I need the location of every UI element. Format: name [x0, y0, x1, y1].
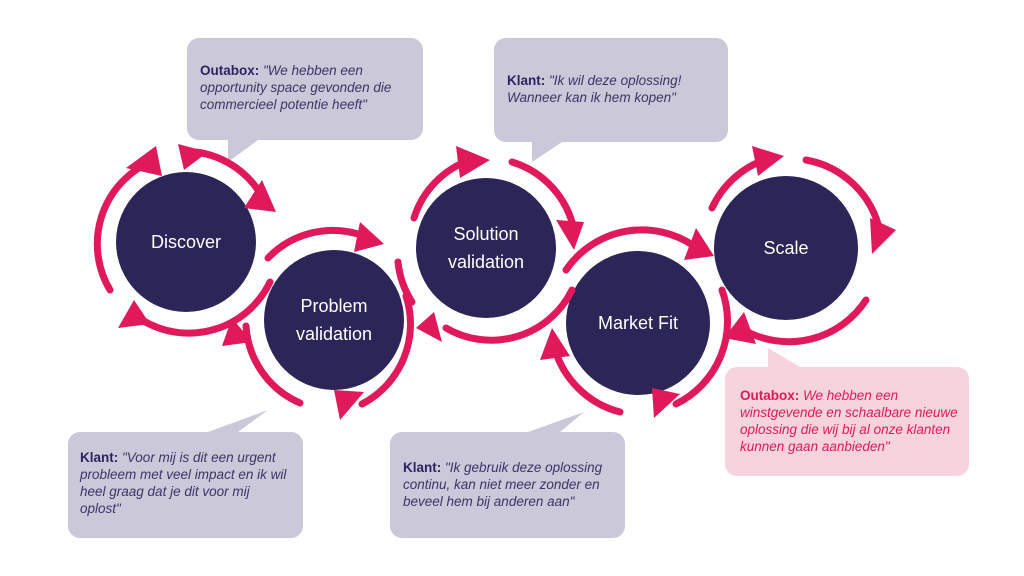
quote-bubble-1: Outabox: "We hebben een opportunity spac… [200, 62, 412, 113]
bubble-shape-4 [390, 412, 625, 538]
quote-text: "Voor mij is dit een urgent probleem met… [80, 450, 287, 516]
quote-speaker: Outabox: [200, 63, 260, 78]
stage-label-market: Market Fit [597, 313, 678, 333]
quote-speaker: Klant: [403, 460, 442, 475]
stage-label-problem: Problem validation [295, 296, 373, 344]
quote-speaker: Klant: [80, 450, 119, 465]
quote-speaker: Klant: [507, 73, 546, 88]
quote-text: "We hebben een opportunity space gevonde… [200, 63, 392, 112]
arrowheads [118, 144, 896, 420]
quote-bubble-3: Klant: "Voor mij is dit een urgent probl… [80, 449, 294, 517]
scale-circle [714, 176, 858, 320]
quote-bubble-4: Klant: "Ik gebruik deze oplossing contin… [403, 459, 617, 510]
quote-text: "Ik wil deze oplossing! Wanneer kan ik h… [507, 73, 682, 105]
stage-label-discover: Discover [150, 232, 221, 252]
solution-circle [416, 178, 556, 318]
quote-speaker: Outabox: [740, 388, 800, 403]
quote-text: We hebben een winstgevende en schaalbare… [740, 388, 958, 454]
stage-label-solution: Solution validation [447, 224, 525, 272]
stage-label-scale: Scale [763, 238, 809, 258]
bubble-shape-3 [68, 410, 303, 538]
quote-bubble-5: Outabox: We hebben een winstgevende en s… [740, 387, 962, 455]
bubble-shape-2 [494, 38, 728, 162]
quote-bubble-2: Klant: "Ik wil deze oplossing! Wanneer k… [507, 72, 717, 106]
quote-text: "Ik gebruik deze oplossing continu, kan … [403, 460, 603, 509]
bubble-shape-5 [725, 348, 969, 476]
market-circle [566, 251, 710, 395]
discover-circle [116, 172, 256, 312]
problem-circle [264, 250, 404, 390]
bubble-shape-1 [187, 38, 423, 162]
